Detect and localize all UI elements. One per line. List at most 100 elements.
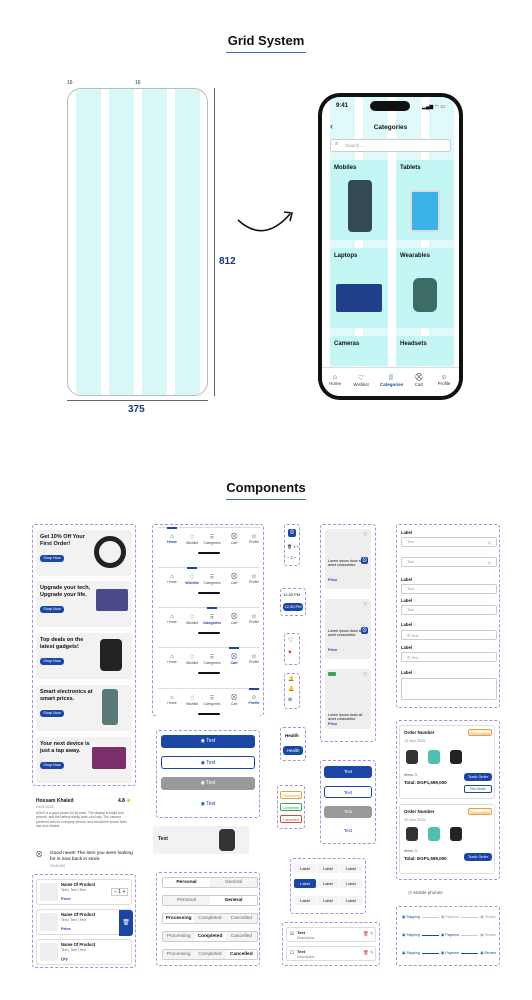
nav-tab[interactable]: ⠿Categories [203,575,221,585]
promo-banner[interactable]: Get 10% Off Your First Order! Shop Now [36,530,132,576]
label-tag[interactable]: Label [340,879,362,888]
stepper[interactable]: 🗑 1 + [287,544,299,549]
segment-option[interactable]: General [224,880,243,885]
category-card-wearables[interactable]: Wearables [396,248,454,328]
nav-tab[interactable]: ⌂Home [162,574,182,584]
checkout-step[interactable]: ▣ Payment [441,915,460,919]
small-primary-button[interactable]: Text [324,766,372,778]
checkout-step[interactable]: ▣ Payment [441,933,460,937]
label-tag[interactable]: Label [294,896,316,905]
checklist-item[interactable]: ☑ Text Description 🗑 ✎ [286,927,376,942]
health-chip-selected[interactable]: Health [283,746,303,755]
nav-tab[interactable]: ⠿Categories [202,607,222,625]
quantity-stepper[interactable]: − 1 + [111,888,129,896]
promo-banner[interactable]: Upgrade your tech, Upgrade your life. Sh… [36,581,132,627]
nav-tab[interactable]: ⛒Cart [224,534,244,545]
tab-categories[interactable]: ⠿Categories [380,375,404,387]
segment-option[interactable]: Personal [163,878,210,887]
segment-option[interactable]: Cancelled [225,950,257,959]
cart-badge-icon[interactable]: ⛒ [288,529,296,537]
segment-option[interactable]: Completed [194,932,226,941]
product-chip[interactable]: Text [153,826,249,854]
time-chip-selected[interactable]: 12:30 PM [283,603,303,611]
segment-option[interactable]: Cancelled [230,916,252,921]
segment-option[interactable]: Personal [177,898,196,903]
heart-icon[interactable]: ♡ [363,672,368,678]
track-order-button[interactable]: Track Order [464,853,492,861]
product-card[interactable]: ♡ Lorem ipsum dolor sit amet consectetur… [325,669,371,729]
checkout-step[interactable]: ▣ Review [480,915,497,919]
nav-tab[interactable]: ⠿Categories [203,696,221,706]
text-field[interactable]: Text [401,605,497,615]
nav-tab[interactable]: ⠿Categories [203,535,221,545]
segment-option[interactable]: Processing [166,952,191,957]
search-input[interactable]: ⌕ Search... [330,139,451,152]
category-card-cameras[interactable]: Cameras [330,336,388,366]
category-card-mobiles[interactable]: Mobiles [330,160,388,240]
label-tag[interactable]: Label [294,879,316,888]
textarea-field[interactable] [401,678,497,700]
shop-now-button[interactable]: Shop Now [40,710,64,717]
order-card[interactable]: Order Number Processing 12 Nov 2025 Item… [399,725,495,799]
heart-icon[interactable]: ♡ [363,602,368,608]
bell-icon[interactable]: 🔔 [288,686,295,692]
track-order-button[interactable]: Track Order [464,773,492,781]
nav-tab[interactable]: ♡Wishlist [182,695,202,706]
label-tag[interactable]: Label [317,879,339,888]
outline-button[interactable]: ◉ Text [161,756,255,769]
list-product-card[interactable]: Name Of Product Text | Text | Text Price… [36,909,133,936]
tab-profile[interactable]: ☺Profile [435,374,453,386]
shop-now-button[interactable]: Shop Now [40,606,64,613]
promo-banner[interactable]: Your next device is just a tap away. Sho… [36,737,132,783]
shop-now-button[interactable]: Shop Now [40,762,64,769]
shop-now-button[interactable]: Shop Now [40,658,64,665]
list-product-card[interactable]: Name Of Product Text | Text | Text Price… [36,879,132,905]
label-tag[interactable]: Label [340,896,362,905]
text-button[interactable]: ◉ Text [200,801,216,807]
tab-cart[interactable]: ⛒Cart [410,374,428,387]
phone-field[interactable]: ✆ Text [401,630,497,640]
tab-wishlist[interactable]: ♡Wishlist [353,375,369,387]
label-tag[interactable]: Label [317,864,339,873]
label-tag[interactable]: Label [340,864,362,873]
time-chip[interactable]: 12:30 PM [283,592,301,597]
nav-tab[interactable]: ☺Profile [244,574,264,584]
product-card[interactable]: ♡ Lorem ipsum dolor sit amet consectetur… [325,529,371,589]
checkout-step[interactable]: ▣ Payment [441,951,460,955]
add-to-cart-icon[interactable]: ⛒ [361,627,368,634]
category-card-headsets[interactable]: Headsets [396,336,454,366]
nav-tab[interactable]: ⌂Home [162,695,182,705]
nav-tab[interactable]: ♡Wishlist [182,614,202,625]
segment-option[interactable]: Completed [198,952,222,957]
delete-icon[interactable]: 🗑 [119,910,133,936]
password-field[interactable]: Text◎ [401,557,497,567]
text-field[interactable]: Text [401,584,497,594]
breadcrumb[interactable]: ◷ Mobile phones [408,890,443,895]
heart-icon[interactable]: ♡ [288,638,294,644]
promo-banner[interactable]: Top deals on the latest gadgets! Shop No… [36,633,132,679]
nav-tab[interactable]: ☺Profile [244,614,264,624]
label-tag[interactable]: Label [317,896,339,905]
nav-tab[interactable]: ♡Wishlist [182,534,202,545]
heart-icon[interactable]: ♡ [363,532,368,538]
nav-tab[interactable]: ⛒Cart [224,695,244,706]
nav-tab[interactable]: ⌂Home [162,527,182,544]
product-card[interactable]: ♡ Lorem ipsum dolor sit amet consectetur… [325,599,371,659]
nav-tab[interactable]: ☺Profile [244,688,264,705]
heart-filled-icon[interactable]: ♥ [288,650,292,656]
nav-tab[interactable]: ♡Wishlist [182,654,202,665]
settings-icon[interactable]: ⊘ [288,697,293,703]
segment-option[interactable]: Cancelled [230,934,252,939]
shop-now-button[interactable]: Shop Now [40,555,64,562]
nav-tab[interactable]: ⛒Cart [224,647,244,665]
list-product-card[interactable]: Name Of Product Text | Text | Text Qty [36,939,132,965]
primary-button[interactable]: ◉ Text [161,735,255,748]
promo-banner[interactable]: Smart electronics at smart prices. Shop … [36,685,132,731]
small-text-button[interactable]: Text [343,828,353,833]
category-card-laptops[interactable]: Laptops [330,248,388,328]
checkout-step[interactable]: ▣ Shipping [402,951,420,955]
checkout-step[interactable]: ▣ Shipping [402,915,420,919]
bell-icon[interactable]: 🔔 [288,676,295,682]
stepper[interactable]: − 2 + [287,555,297,560]
category-card-tablets[interactable]: Tablets [396,160,454,240]
